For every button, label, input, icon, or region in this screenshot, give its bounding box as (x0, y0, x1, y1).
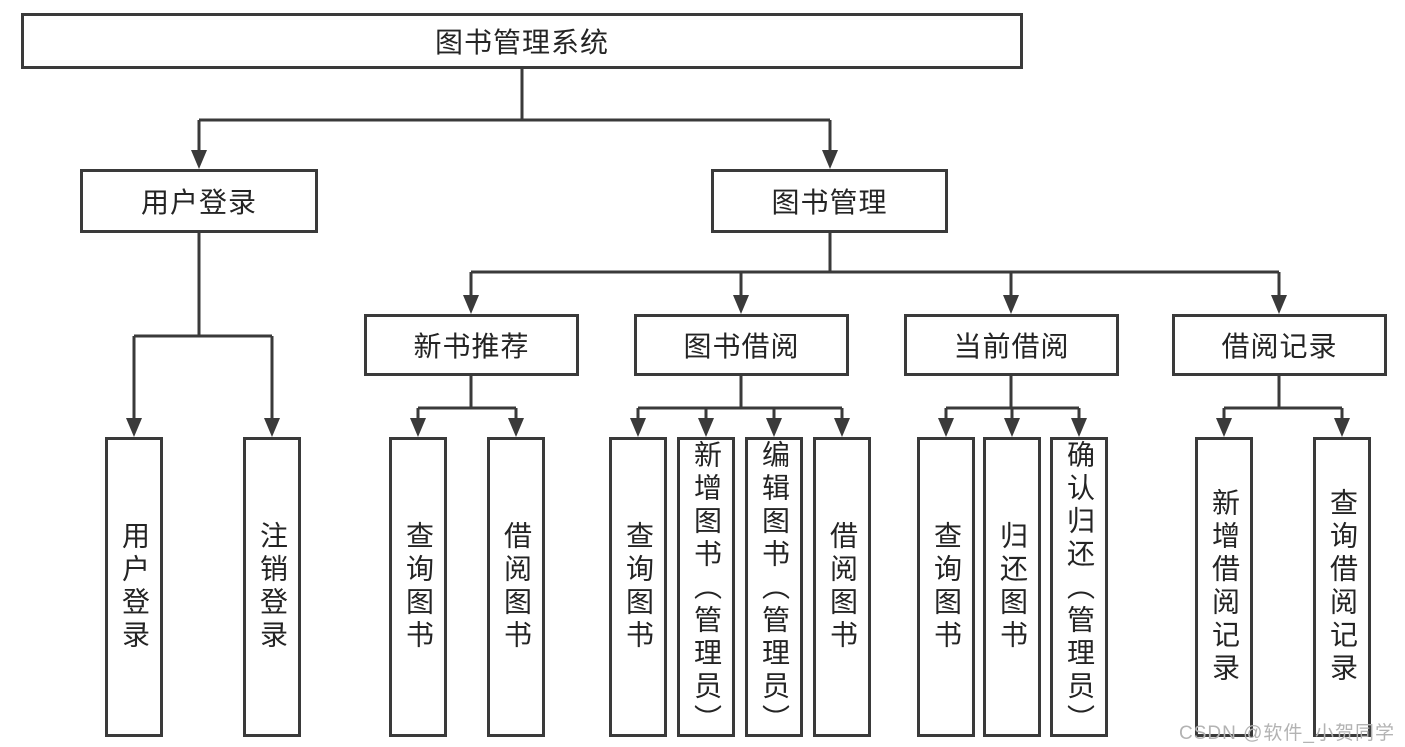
node-label: 查询借阅记录 (1327, 488, 1358, 686)
node-user-login: 用户登录 (80, 169, 318, 233)
arrowhead-icon (733, 295, 749, 314)
leaf-confirm-return-admin: 确认归还（管理员） (1050, 437, 1108, 737)
arrowhead-icon (822, 150, 838, 169)
arrowhead-icon (766, 418, 782, 437)
node-label: 编辑图书（管理员） (759, 440, 790, 737)
arrowhead-icon (1334, 418, 1350, 437)
arrowhead-icon (1004, 418, 1020, 437)
node-label: 查询图书 (403, 521, 434, 653)
leaf-borrow-query-books: 查询图书 (609, 437, 667, 737)
node-borrow-records: 借阅记录 (1172, 314, 1387, 376)
node-label: 新书推荐 (413, 331, 530, 362)
leaf-newbook-borrow-books: 借阅图书 (487, 437, 545, 737)
leaf-query-borrow-record: 查询借阅记录 (1313, 437, 1371, 737)
node-label: 查询图书 (623, 521, 654, 653)
edge-records-children (1222, 374, 1344, 424)
edge-root-children (197, 67, 832, 156)
arrow-heads (126, 150, 1350, 437)
node-label: 用户登录 (140, 187, 257, 218)
node-label: 注销登录 (257, 521, 288, 653)
node-current-borrowing: 当前借阅 (904, 314, 1119, 376)
leaf-logout: 注销登录 (243, 437, 301, 737)
arrowhead-icon (410, 418, 426, 437)
leaf-add-borrow-record: 新增借阅记录 (1195, 437, 1253, 737)
leaf-return-books: 归还图书 (983, 437, 1041, 737)
node-label: 用户登录 (119, 521, 150, 653)
node-label: 归还图书 (997, 521, 1028, 653)
node-label: 图书借阅 (683, 331, 800, 362)
edge-current-children (944, 374, 1081, 424)
arrowhead-icon (1271, 295, 1287, 314)
node-book-management: 图书管理 (711, 169, 948, 233)
edge-borrow-children (636, 374, 844, 424)
csdn-watermark: CSDN @软件_小贺同学 (1179, 723, 1395, 744)
leaf-current-query-books: 查询图书 (917, 437, 975, 737)
node-root-system: 图书管理系统 (21, 13, 1023, 69)
edge-mgmt-children (469, 231, 1281, 301)
edge-login-children (132, 231, 274, 424)
node-label: 借阅图书 (501, 521, 532, 653)
leaf-edit-books-admin: 编辑图书（管理员） (745, 437, 803, 737)
node-label: 借阅记录 (1221, 331, 1338, 362)
node-label: 新增借阅记录 (1209, 488, 1240, 686)
leaf-user-login: 用户登录 (105, 437, 163, 737)
arrowhead-icon (698, 418, 714, 437)
node-label: 查询图书 (931, 521, 962, 653)
node-label: 图书管理 (771, 187, 888, 218)
arrowhead-icon (938, 418, 954, 437)
node-label: 确认归还（管理员） (1064, 440, 1095, 737)
arrowhead-icon (508, 418, 524, 437)
node-book-borrowing: 图书借阅 (634, 314, 849, 376)
node-label: 借阅图书 (827, 521, 858, 653)
arrowhead-icon (126, 418, 142, 437)
node-label: 新增图书（管理员） (691, 440, 722, 737)
edge-newbook-children (416, 374, 518, 424)
node-label: 当前借阅 (953, 331, 1070, 362)
leaf-borrow-books: 借阅图书 (813, 437, 871, 737)
arrowhead-icon (630, 418, 646, 437)
leaf-add-books-admin: 新增图书（管理员） (677, 437, 735, 737)
arrowhead-icon (191, 150, 207, 169)
node-new-book-recommend: 新书推荐 (364, 314, 579, 376)
arrowhead-icon (1003, 295, 1019, 314)
arrowhead-icon (264, 418, 280, 437)
arrowhead-icon (1071, 418, 1087, 437)
arrowhead-icon (463, 295, 479, 314)
arrowhead-icon (1216, 418, 1232, 437)
leaf-newbook-query-books: 查询图书 (389, 437, 447, 737)
node-label: 图书管理系统 (434, 27, 609, 58)
arrowhead-icon (834, 418, 850, 437)
